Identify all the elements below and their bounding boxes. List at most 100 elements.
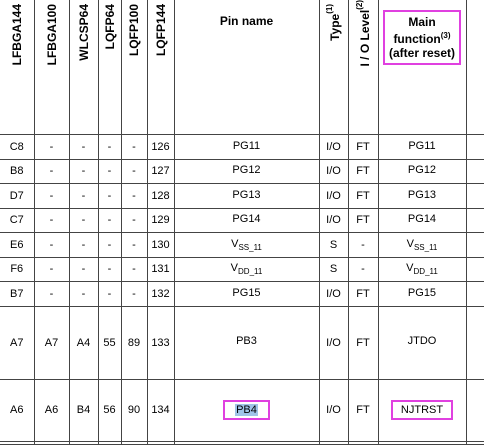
cell-main-function: VSS_11 — [377, 232, 467, 258]
cell-main-function: NJTRST — [377, 378, 467, 442]
cell-extra — [465, 378, 484, 442]
pin-name-subscript: SS_11 — [238, 242, 262, 252]
cell-type: I/O — [318, 207, 349, 233]
pin-name-text: PG12 — [232, 164, 261, 177]
main-function-subscript: SS_11 — [413, 242, 438, 252]
cell-extra — [465, 281, 484, 307]
cell-c3: - — [68, 207, 99, 233]
table-row-cut — [0, 440, 484, 445]
pin-name-text: PG13 — [232, 188, 261, 201]
cell-c5: - — [120, 158, 148, 184]
cell-c4: - — [97, 256, 122, 282]
cell-pin-name: PB3 — [173, 305, 320, 380]
cell-type: I/O — [318, 183, 349, 209]
pin-name-text: PG14 — [232, 213, 261, 226]
cell-c4: - — [97, 281, 122, 307]
pin-name-subscript: DD_11 — [238, 267, 263, 277]
cell-main-function: JTDO — [377, 305, 467, 380]
main-function-text: PG15 — [407, 286, 437, 299]
cell-extra — [465, 232, 484, 258]
cell-main-function: PG13 — [377, 183, 467, 209]
main-function-highlight: Main function(3) (after reset) — [382, 9, 462, 65]
cell-extra — [465, 305, 484, 380]
cell-c4: - — [97, 232, 122, 258]
cell-type: I/O — [318, 305, 349, 380]
cell-c4: - — [97, 158, 122, 184]
cell-extra — [465, 207, 484, 233]
cell-c1: B8 — [0, 158, 35, 184]
header-main-function: Main function(3) (after reset) — [377, 0, 467, 135]
main-function-text: PG14 — [407, 213, 437, 226]
cell-io: FT — [347, 158, 379, 184]
cell-c2: - — [33, 158, 70, 184]
main-function-text: V — [406, 262, 414, 275]
cell-c1: A6 — [0, 378, 35, 442]
cell-c6: 126 — [146, 134, 175, 160]
cell-c2: - — [33, 134, 70, 160]
cell-pin-name: PG14 — [173, 207, 320, 233]
cell-c3: - — [68, 134, 99, 160]
cell-c2: A6 — [33, 378, 70, 442]
cell-main-function: PG14 — [377, 207, 467, 233]
cell-io: FT — [347, 378, 379, 442]
main-function-subscript: DD_11 — [413, 267, 438, 277]
cell-c6: 128 — [146, 183, 175, 209]
cell-extra — [465, 158, 484, 184]
cell-c3: - — [68, 158, 99, 184]
cell-type: I/O — [318, 134, 349, 160]
cell-c1: B7 — [0, 281, 35, 307]
header-lfbga144: LFBGA144 — [0, 0, 35, 135]
cell-c5: - — [120, 232, 148, 258]
cell-c1: E6 — [0, 232, 35, 258]
cell-io: FT — [347, 281, 379, 307]
cell-c1: D7 — [0, 183, 35, 209]
cell-c1: F6 — [0, 256, 35, 282]
pin-name-highlight: PB4 — [223, 400, 270, 420]
header-type: Type(1) — [318, 0, 349, 135]
main-function-text: V — [406, 237, 414, 250]
header-wlcsp64: WLCSP64 — [68, 0, 99, 135]
cell-main-function: PG11 — [377, 134, 467, 160]
cell-io: FT — [347, 305, 379, 380]
cell-c1: C7 — [0, 207, 35, 233]
cell-extra — [465, 134, 484, 160]
cell-io: FT — [347, 207, 379, 233]
cell-c3: A4 — [68, 305, 99, 380]
cell-io: - — [347, 232, 379, 258]
cell-c2: - — [33, 183, 70, 209]
pin-name-selected: PB4 — [235, 404, 258, 416]
pin-name-text: V — [231, 237, 239, 250]
cell-main-function: VDD_11 — [377, 256, 467, 282]
cell-pin-name: PG13 — [173, 183, 320, 209]
cell-c1: A7 — [0, 305, 35, 380]
header-lqfp144: LQFP144 — [146, 0, 175, 135]
cell-c6: 130 — [146, 232, 175, 258]
cell-c5: - — [120, 134, 148, 160]
main-function-text: PG12 — [407, 164, 437, 177]
cell-io: FT — [347, 134, 379, 160]
cell-c3: - — [68, 232, 99, 258]
cell-c4: 56 — [97, 378, 122, 442]
cell-c6: 133 — [146, 305, 175, 380]
cell-pin-name: PG11 — [173, 134, 320, 160]
cell-type: I/O — [318, 281, 349, 307]
cell-c1: C8 — [0, 134, 35, 160]
cell-c5: - — [120, 281, 148, 307]
cell-c2: - — [33, 256, 70, 282]
cell-c6: 134 — [146, 378, 175, 442]
cell-extra — [465, 256, 484, 282]
cell-c3: - — [68, 183, 99, 209]
cell-c6: 131 — [146, 256, 175, 282]
cell-type: I/O — [318, 158, 349, 184]
cell-main-function: PG15 — [377, 281, 467, 307]
cell-c2: - — [33, 232, 70, 258]
main-function-text: JTDO — [407, 335, 437, 348]
